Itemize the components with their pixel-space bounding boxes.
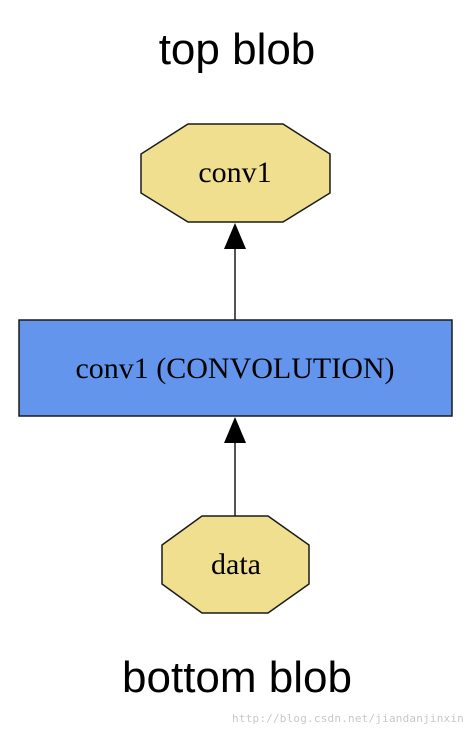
top-blob-caption: top blob: [158, 25, 316, 74]
bottom-blob-node: data: [161, 515, 310, 614]
arrow-up-icon: [224, 223, 246, 249]
bottom-blob-label: data: [211, 548, 261, 581]
layer-box: [18, 319, 453, 417]
bottom-blob-octagon: [161, 515, 310, 614]
top-blob-label: conv1: [198, 156, 271, 189]
top-blob-octagon: [140, 123, 331, 223]
arrow-up-icon: [224, 417, 246, 443]
top-blob-node: conv1: [140, 123, 331, 223]
bottom-blob-caption: bottom blob: [122, 653, 352, 702]
layer-label: conv1 (CONVOLUTION): [75, 352, 394, 385]
layer-node: conv1 (CONVOLUTION): [18, 319, 453, 417]
edge-bottom-blob-to-layer: [224, 417, 246, 516]
edge-layer-to-top-blob: [224, 223, 246, 320]
watermark-text: http://blog.csdn.net/jiandanjinxin: [232, 712, 464, 725]
